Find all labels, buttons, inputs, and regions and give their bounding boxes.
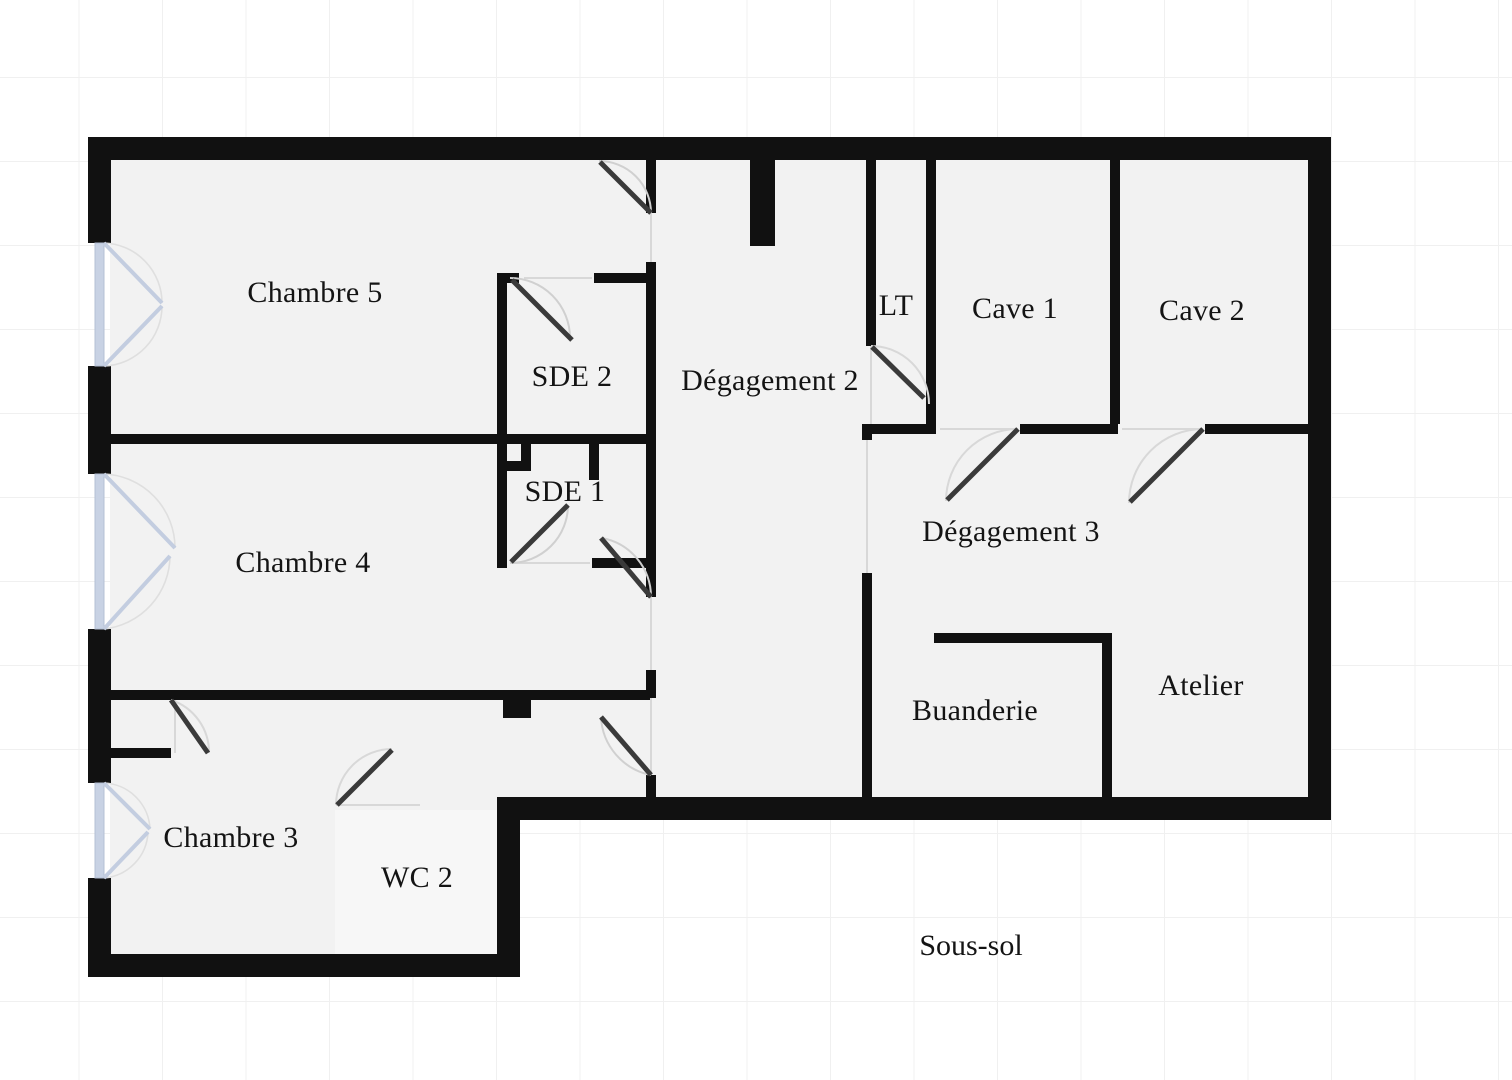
room-label-degagement-3: Dégagement 3 xyxy=(922,515,1100,548)
room-label-chambre-4: Chambre 4 xyxy=(235,546,371,579)
door-openings xyxy=(174,213,1203,806)
window-group-chambre3 xyxy=(94,781,152,880)
room-label-buanderie: Buanderie xyxy=(912,694,1038,727)
room-label-cave-1: Cave 1 xyxy=(972,292,1058,325)
room-label-lt: LT xyxy=(878,289,914,322)
door-swings xyxy=(168,160,1205,807)
room-label-chambre-3: Chambre 3 xyxy=(163,821,299,854)
room-label-atelier: Atelier xyxy=(1158,669,1244,702)
floor-fills xyxy=(110,159,1309,955)
room-label-degagement-2: Dégagement 2 xyxy=(681,364,859,397)
window-group-chambre5 xyxy=(94,241,164,368)
room-label-cave-2: Cave 2 xyxy=(1159,294,1245,327)
room-label-sde-1: SDE 1 xyxy=(524,475,606,508)
room-label-wc-2: WC 2 xyxy=(380,861,454,894)
room-label-chambre-5: Chambre 5 xyxy=(247,276,383,309)
inner-walls xyxy=(108,160,1310,800)
window-group-chambre4 xyxy=(94,472,177,631)
outer-walls xyxy=(88,137,1331,977)
plan-title: Sous-sol xyxy=(919,929,1023,962)
room-label-sde-2: SDE 2 xyxy=(531,360,613,393)
